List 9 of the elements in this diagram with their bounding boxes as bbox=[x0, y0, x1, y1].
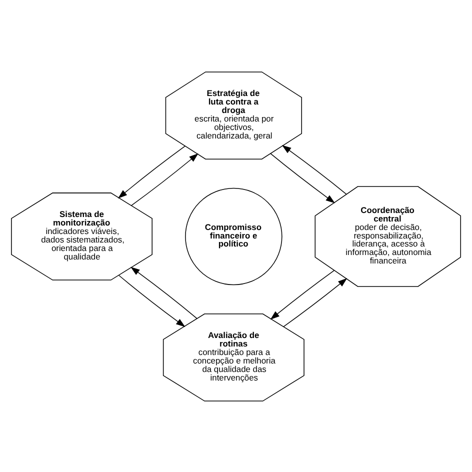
arrow bbox=[282, 144, 347, 194]
arrow bbox=[270, 152, 336, 203]
arrow bbox=[118, 145, 186, 198]
arrow bbox=[130, 152, 198, 206]
node-circle: Compromisso financeiro e político bbox=[185, 187, 282, 285]
arrow bbox=[270, 270, 335, 320]
arrow bbox=[283, 278, 348, 327]
arrow bbox=[130, 266, 198, 318]
arrow bbox=[118, 274, 186, 326]
